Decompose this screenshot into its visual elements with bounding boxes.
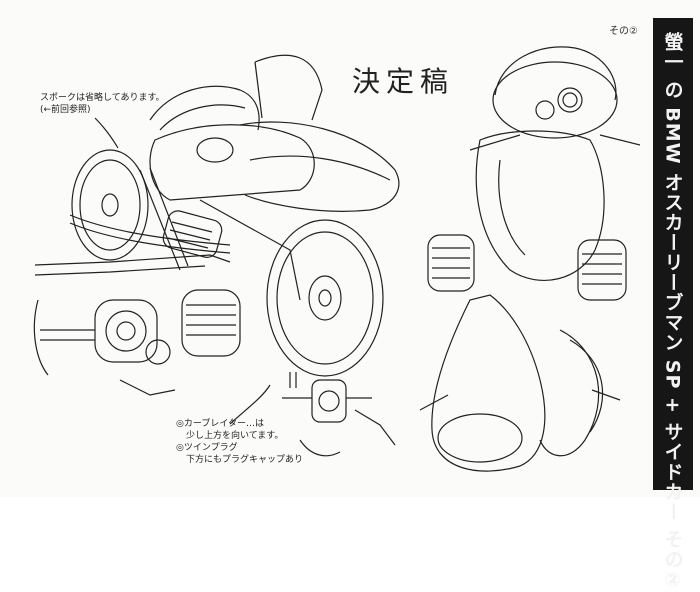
sheet-title: 決定稿 <box>352 65 455 98</box>
spoke-note-line-2: (←前回参照) <box>40 105 91 115</box>
carburetor-note-line-4: 下方にもプラグキャップあり <box>186 455 304 465</box>
engine-detail-view <box>33 254 241 396</box>
page-number-label: その② <box>609 26 638 37</box>
motorcycle-front-view <box>419 46 641 472</box>
side-title-text: 螢一 の BMW オスカーリーブマン SP + サイドカー その② <box>661 32 684 592</box>
motorcycle-sketch <box>33 46 641 472</box>
carburetor-note-line-3: ◎ツインプラグ <box>176 443 238 453</box>
sidecar-motorcycle-sideview <box>69 54 400 377</box>
drawing-sheet: その② 決定稿 螢一 の BMW オスカーリーブマン SP + サイドカー その… <box>33 18 693 592</box>
carburetor-note-line-1: ◎カーブレイター…は <box>176 419 264 429</box>
spoke-note-line-1: スポークは省略してあります。 <box>40 93 165 103</box>
carburetor-detail <box>282 372 396 457</box>
spoke-note: スポークは省略してあります。 (←前回参照) <box>40 92 165 116</box>
spoke-note-pointer <box>94 117 119 149</box>
carburetor-note-pointer <box>229 384 271 425</box>
carburetor-note-line-2: 少し上方を向いてます。 <box>186 431 284 441</box>
carburetor-note: ◎カーブレイター…は 少し上方を向いてます。 ◎ツインプラグ 下方にもプラグキャ… <box>176 418 303 466</box>
side-title-banner: 螢一 の BMW オスカーリーブマン SP + サイドカー その② <box>653 18 693 592</box>
